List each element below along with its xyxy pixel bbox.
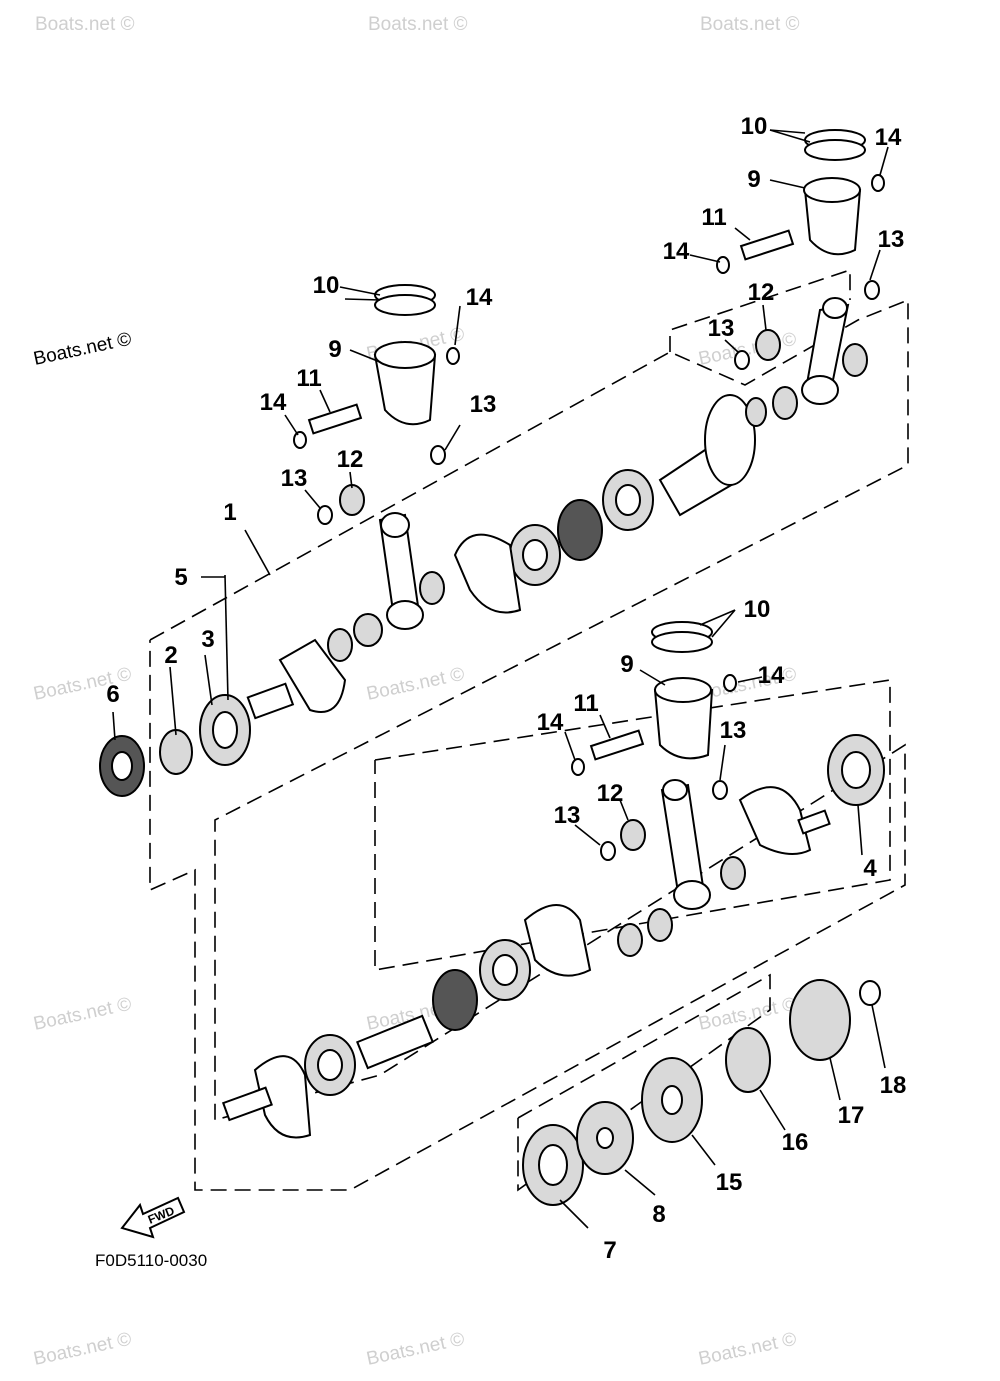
crank-web bbox=[453, 533, 522, 614]
piston-9 bbox=[653, 689, 714, 760]
circlip-18 bbox=[859, 980, 881, 1006]
needle-bearing bbox=[842, 343, 868, 377]
callout-10: 10 bbox=[741, 113, 768, 140]
labyrinth-seal bbox=[432, 969, 478, 1031]
piston-9 bbox=[803, 189, 862, 256]
diagram-code: F0D5110-0030 bbox=[95, 1251, 207, 1270]
crank-web bbox=[253, 1055, 312, 1139]
callout-11: 11 bbox=[701, 204, 726, 231]
piston-pin-11 bbox=[739, 229, 795, 261]
bushing-2 bbox=[159, 729, 193, 775]
callout-10: 10 bbox=[313, 272, 340, 299]
leader-lines bbox=[112, 129, 889, 1229]
piston-pin-11 bbox=[307, 403, 363, 435]
needle-bearing-12 bbox=[755, 329, 781, 361]
crank-web bbox=[278, 638, 347, 713]
callout-6: 6 bbox=[106, 681, 119, 708]
crank-web bbox=[523, 904, 592, 977]
pin-5 bbox=[224, 574, 229, 701]
callout-2: 2 bbox=[164, 642, 177, 669]
callout-9: 9 bbox=[620, 651, 633, 678]
callout-12: 12 bbox=[337, 446, 364, 473]
callout-14: 14 bbox=[537, 709, 564, 736]
callout-11: 11 bbox=[296, 365, 321, 392]
thrust-washer bbox=[327, 628, 353, 662]
callout-7: 7 bbox=[603, 1237, 616, 1264]
callout-8: 8 bbox=[652, 1201, 665, 1228]
callout-1: 1 bbox=[223, 499, 236, 526]
piston-pin-11 bbox=[589, 729, 645, 761]
callout-13: 13 bbox=[281, 465, 308, 492]
coupling-17 bbox=[789, 979, 851, 1061]
callout-14: 14 bbox=[875, 124, 902, 151]
callout-16: 16 bbox=[782, 1129, 809, 1156]
callout-11: 11 bbox=[573, 690, 598, 717]
needle-bearing bbox=[353, 613, 383, 647]
crank-web bbox=[738, 786, 812, 855]
watermark: Boats.net © bbox=[32, 994, 134, 1035]
watermark: Boats.net © bbox=[697, 1329, 799, 1370]
callout-15: 15 bbox=[716, 1169, 743, 1196]
callout-18: 18 bbox=[880, 1072, 907, 1099]
needle-bearing bbox=[419, 571, 445, 605]
fwd-arrow-icon: FWD bbox=[120, 1196, 186, 1239]
callout-3: 3 bbox=[201, 626, 214, 653]
crank-web bbox=[704, 394, 756, 486]
piston-9 bbox=[373, 354, 437, 426]
labyrinth-seal bbox=[557, 499, 603, 561]
callout-labels: 1 2 3 4 5 6 7 8 9 9 9 10 10 10 11 11 11 … bbox=[106, 113, 906, 1264]
callout-5: 5 bbox=[174, 564, 187, 591]
crankshaft-upper bbox=[99, 394, 756, 797]
callout-10: 10 bbox=[744, 596, 771, 623]
watermark: Boats.net © bbox=[35, 14, 135, 35]
watermark: Boats.net © bbox=[32, 329, 134, 370]
drive-coupling-parts bbox=[522, 979, 881, 1206]
callout-9: 9 bbox=[328, 336, 341, 363]
callout-14: 14 bbox=[663, 238, 690, 265]
upper-right-piston-assembly bbox=[716, 129, 885, 427]
watermark: Boats.net © bbox=[365, 1329, 467, 1370]
watermark: Boats.net © bbox=[700, 14, 800, 35]
watermark: Boats.net © bbox=[32, 1329, 134, 1370]
callout-13: 13 bbox=[878, 226, 905, 253]
callout-13: 13 bbox=[470, 391, 497, 418]
callout-9: 9 bbox=[747, 166, 760, 193]
callout-12: 12 bbox=[748, 279, 775, 306]
watermark: Boats.net © bbox=[368, 14, 468, 35]
callout-13: 13 bbox=[708, 315, 735, 342]
middle-piston-assembly bbox=[571, 621, 885, 910]
upper-left-piston-assembly bbox=[293, 284, 460, 525]
crankshaft-lower bbox=[221, 904, 673, 1139]
callout-13: 13 bbox=[720, 717, 747, 744]
callout-17: 17 bbox=[838, 1102, 865, 1129]
callout-12: 12 bbox=[597, 780, 624, 807]
callout-4: 4 bbox=[863, 855, 877, 882]
callout-14: 14 bbox=[758, 662, 785, 689]
needle-bearing-12 bbox=[339, 484, 365, 516]
callout-14: 14 bbox=[466, 284, 493, 311]
callout-13: 13 bbox=[554, 802, 581, 829]
needle-bearing-12 bbox=[620, 819, 646, 851]
callout-14: 14 bbox=[260, 389, 287, 416]
damper-16 bbox=[725, 1027, 771, 1093]
